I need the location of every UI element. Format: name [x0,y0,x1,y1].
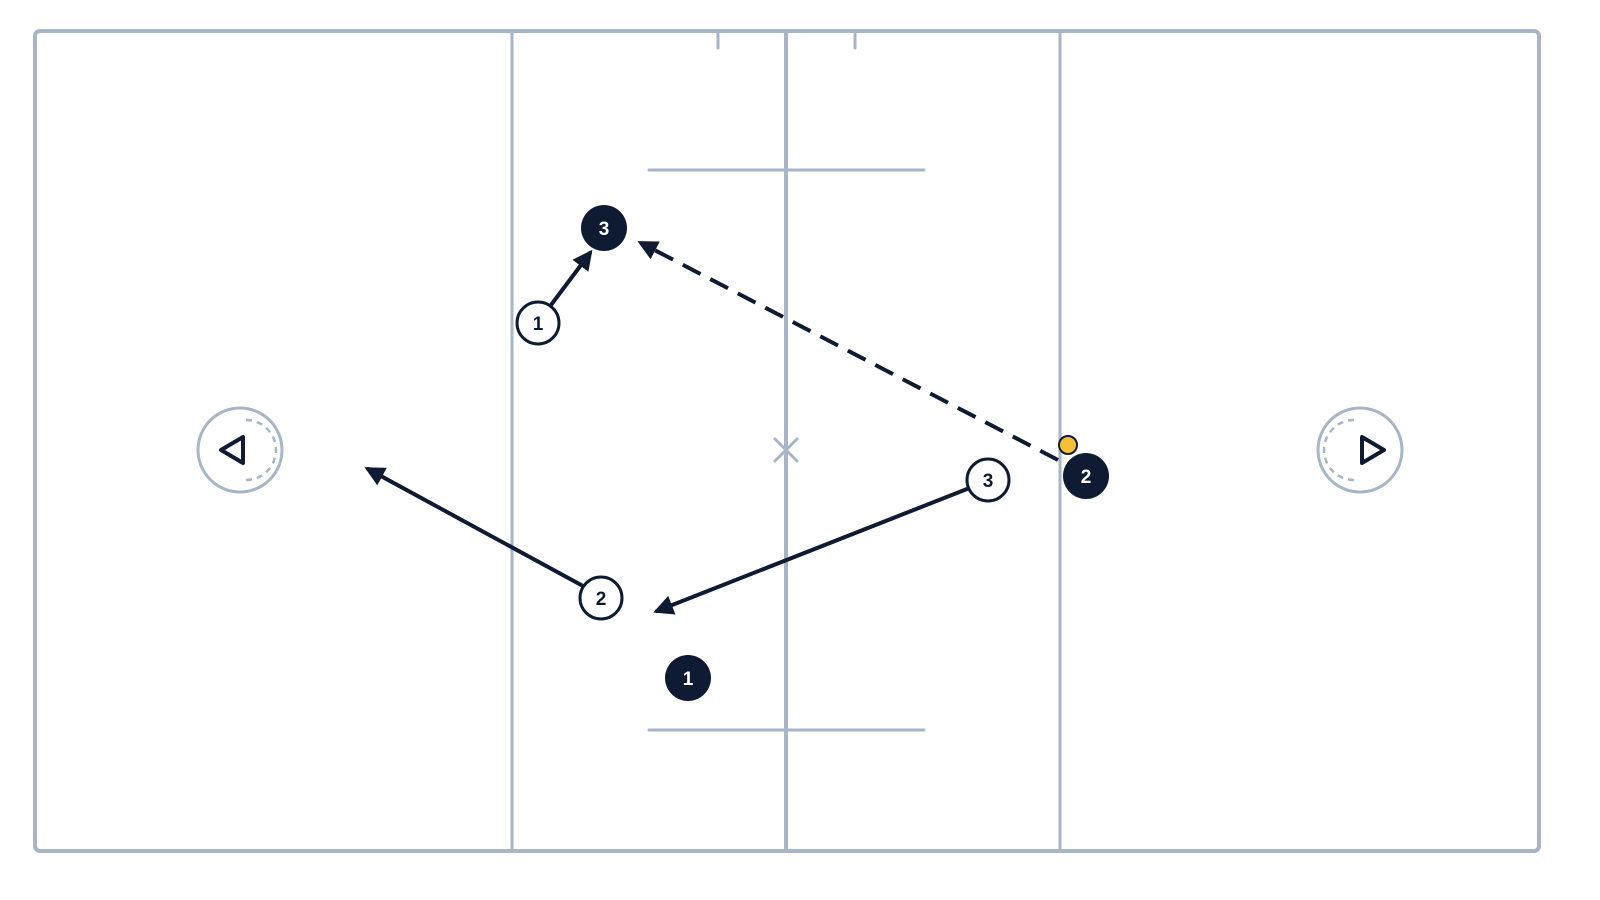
player-label: 3 [599,219,610,240]
ball[interactable] [1058,435,1078,455]
x-mark-icon [773,437,799,463]
movement-arrows [364,241,1059,615]
player-light-2[interactable]: 2 [578,575,624,621]
player-label: 1 [683,669,694,690]
player-label: 3 [983,471,994,492]
field-lines [33,29,1541,853]
player-label: 2 [596,589,607,610]
player-dark-1[interactable]: 1 [665,655,711,701]
run-light-2-arrow [364,467,585,588]
triangle-right-icon [1360,435,1386,465]
player-light-1[interactable]: 1 [515,300,561,346]
player-dark-3[interactable]: 3 [581,205,627,251]
right-goal [1316,406,1404,494]
player-light-3[interactable]: 3 [965,457,1011,503]
pass-dark-2-to-dark-3-arrow [637,241,1059,462]
player-dark-2[interactable]: 2 [1063,453,1109,499]
run-light-3-arrow [653,487,969,615]
goal-crease-arc [245,418,278,482]
player-label: 2 [1081,467,1092,488]
left-goal [196,406,284,494]
player-label: 1 [533,314,544,335]
triangle-left-icon [219,435,245,465]
run-light-1-arrow [549,249,593,307]
goal-crease-arc [1322,418,1355,482]
